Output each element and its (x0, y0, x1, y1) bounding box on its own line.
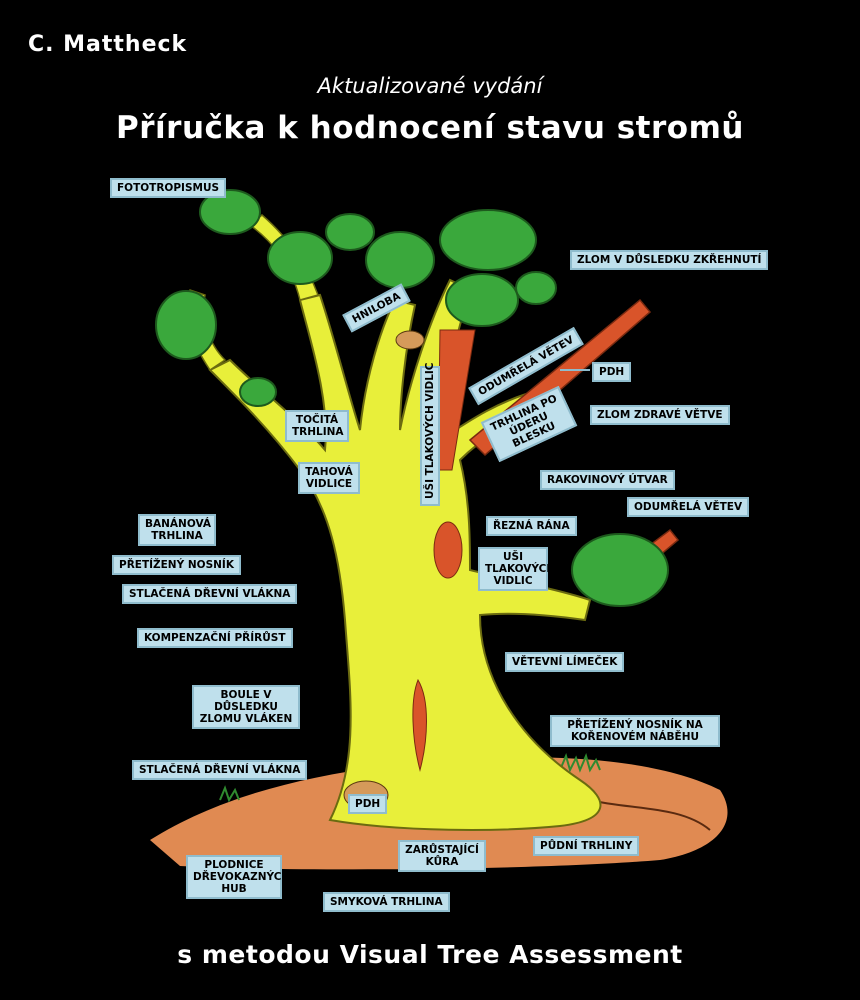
label-zlom-zdrave: ZLOM ZDRAVÉ VĚTVE (590, 405, 730, 425)
label-usi-tlakovych: UŠI TLAKOVÝCH VIDLIC (478, 547, 555, 591)
label-pdh-lower: PDH (348, 794, 388, 814)
foliage-1 (199, 189, 261, 235)
edition-note: Aktualizované vydání (317, 74, 543, 98)
label-zlom-zkrehnuti: ZLOM V DŮSLEDKU ZKŘEHNUTÍ (570, 250, 769, 270)
included-bark (412, 678, 427, 772)
label-rakovinovy-utvar: RAKOVINOVÝ ÚTVAR (540, 470, 675, 490)
label-odumrela-vetev: ODUMŘELÁ VĚTEV (627, 497, 750, 517)
label-pretizeny-koren: PŘETÍŽENÝ NOSNÍK NA KOŘENOVÉM NÁBĚHU (550, 715, 720, 747)
foliage-7 (515, 271, 557, 305)
label-tahova-vidlice: TAHOVÁ VIDLICE (298, 462, 360, 494)
label-bananova-trhlina: BANÁNOVÁ TRHLINA (138, 514, 216, 546)
cut-wound (433, 521, 463, 579)
label-pdh-upper: PDH (592, 362, 632, 382)
foliage-4 (365, 231, 435, 289)
foliage-3 (325, 213, 375, 251)
label-kompenzacni: KOMPENZAČNÍ PŘÍRŮST (137, 628, 293, 648)
fungus-upper (395, 330, 425, 350)
label-rezna-rana: ŘEZNÁ RÁNA (486, 516, 577, 536)
label-pudni-trhliny: PŮDNÍ TRHLINY (533, 836, 640, 856)
foliage-5 (439, 209, 537, 271)
label-usi-vertical: UŠI TLAKOVÝCH VIDLIC (420, 363, 440, 506)
grass (559, 753, 601, 773)
label-plodnice: PLODNICE DŘEVOKAZNÝCH HUB (186, 855, 290, 899)
foliage-10 (571, 533, 669, 607)
label-smykova: SMYKOVÁ TRHLINA (323, 892, 450, 912)
foliage-6 (445, 273, 519, 327)
label-tocita-trhlina: TOČITÁ TRHLINA (285, 410, 349, 442)
label-stlacena-1: STLAČENÁ DŘEVNÍ VLÁKNA (122, 584, 298, 604)
foliage-9 (239, 377, 277, 407)
book-subtitle: s metodou Visual Tree Assessment (177, 940, 683, 969)
label-vetevni-limecek: VĚTEVNÍ LÍMEČEK (505, 652, 625, 672)
label-fototropismus: FOTOTROPISMUS (110, 178, 227, 198)
author-name: C. Mattheck (28, 32, 188, 57)
soil-crack (589, 799, 711, 831)
foliage-8 (155, 290, 217, 360)
book-title: Příručka k hodnocení stavu stromů (116, 110, 744, 146)
label-boule: BOULE V DŮSLEDKU ZLOMU VLÁKEN (192, 685, 300, 729)
label-stlacena-2: STLAČENÁ DŘEVNÍ VLÁKNA (132, 760, 308, 780)
foliage-2 (267, 231, 333, 285)
label-zarustajici: ZARŮSTAJÍCÍ KŮRA (398, 840, 486, 872)
grass-left (219, 785, 240, 803)
label-pretizeny-nosnik: PŘETÍŽENÝ NOSNÍK (112, 555, 241, 575)
